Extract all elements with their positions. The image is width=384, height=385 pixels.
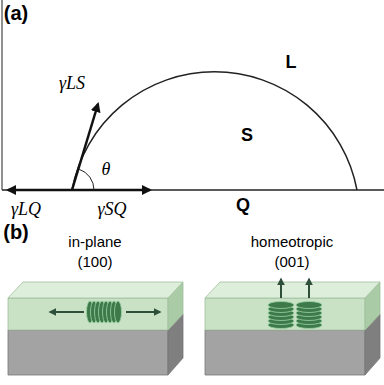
angle-label: θ xyxy=(102,160,111,180)
tension-arrow-sq xyxy=(72,189,150,192)
direction-arrow xyxy=(308,279,310,298)
direction-arrow xyxy=(50,311,84,313)
orientation-label: in-plane xyxy=(68,234,121,251)
direction-arrow xyxy=(280,279,282,298)
film-top xyxy=(8,282,183,298)
frame-line xyxy=(2,0,3,190)
substrate-front xyxy=(8,330,168,375)
tension-label: γSQ xyxy=(97,200,126,220)
disc-molecule xyxy=(268,302,294,309)
disc-molecule xyxy=(296,302,322,309)
panel-label: (a) xyxy=(4,2,28,24)
in-plane-slab xyxy=(8,282,183,375)
plane-index: (001) xyxy=(274,254,309,271)
panel-label: (b) xyxy=(3,221,29,243)
homeotropic-slab xyxy=(205,279,380,375)
tension-arrow-ls xyxy=(72,104,98,190)
tension-label: γLS xyxy=(59,74,85,94)
droplet-outline xyxy=(72,72,357,190)
disc-stacks xyxy=(268,302,322,329)
substrate-line xyxy=(2,189,384,191)
direction-arrow xyxy=(126,311,160,313)
angle-arc xyxy=(79,169,94,190)
film-front xyxy=(8,298,168,330)
substrate-front xyxy=(205,330,365,375)
disc-molecule xyxy=(115,301,122,323)
film-front xyxy=(205,298,365,330)
orientation-label: homeotropic xyxy=(251,234,334,251)
phase-label: S xyxy=(241,126,253,146)
disc-column xyxy=(87,301,122,323)
plane-index: (100) xyxy=(77,254,112,271)
tension-label: γLQ xyxy=(11,200,41,220)
phase-label: Q xyxy=(236,196,250,216)
phase-label: L xyxy=(286,53,297,73)
tension-arrow-lq xyxy=(8,189,72,192)
film-top xyxy=(205,282,380,298)
